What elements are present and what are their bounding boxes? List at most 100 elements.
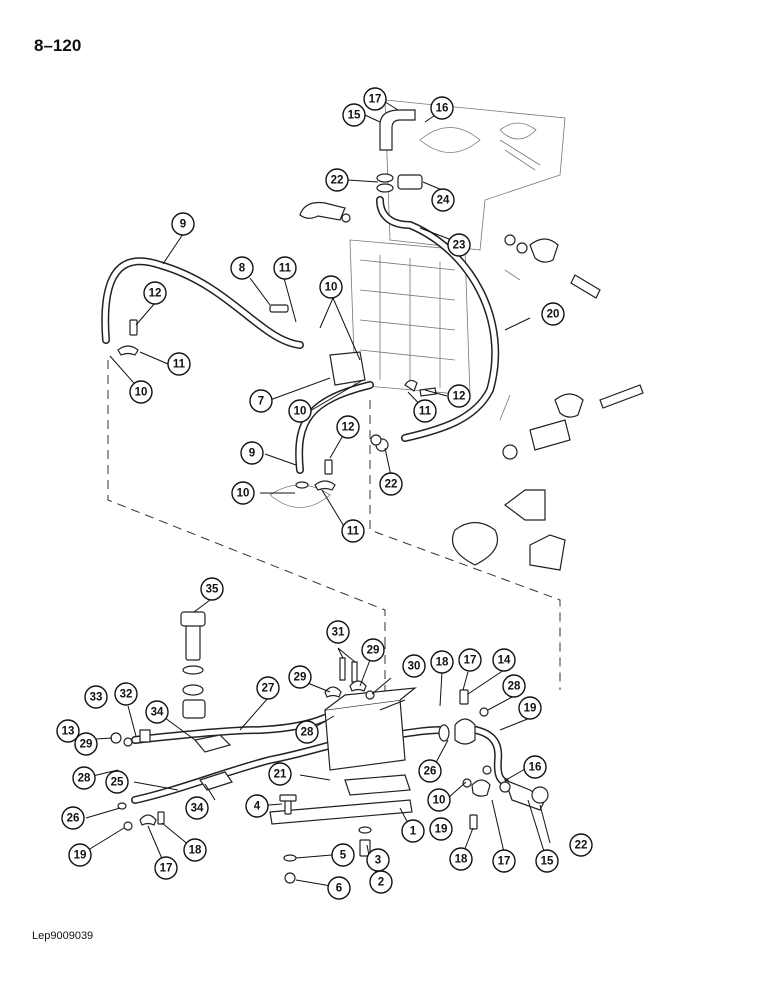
callout-26: 26 [418,759,442,783]
callout-circle [502,674,526,698]
callout-22: 22 [379,472,403,496]
callout-circle [449,847,473,871]
callout-circle [569,833,593,857]
callout-circle [413,399,437,423]
callout-circle [401,819,425,843]
callout-12: 12 [143,281,167,305]
callout-21: 21 [268,762,292,786]
callout-circle [154,856,178,880]
callout-circle [430,650,454,674]
callout-label: 20 [547,309,560,321]
callout-label: 22 [331,175,344,187]
callout-circle [84,685,108,709]
callout-label: 11 [419,406,432,418]
callout-circle [143,281,167,305]
callout-circle [361,638,385,662]
callout-8: 8 [230,256,254,280]
callout-label: 35 [206,584,219,596]
callout-circle [295,720,319,744]
callout-circle [249,389,273,413]
callout-18: 18 [430,650,454,674]
callout-12: 12 [447,384,471,408]
callout-label: 26 [424,766,437,778]
callout-circle [331,843,355,867]
callout-label: 28 [78,773,91,785]
callout-label: 15 [348,110,361,122]
callout-6: 6 [327,876,351,900]
callout-circle [171,212,195,236]
callout-circle [336,415,360,439]
callout-label: 21 [274,769,287,781]
callout-circle [429,817,453,841]
callout-label: 31 [332,627,345,639]
callout-label: 33 [90,692,103,704]
callout-circle [430,96,454,120]
lower-parts [110,611,549,884]
callout-circle [325,168,349,192]
callout-label: 32 [120,689,133,701]
lower-hoses [131,701,509,804]
figure-reference: Lep9009039 [32,930,94,942]
callout-label: 10 [433,795,446,807]
callout-label: 19 [435,824,448,836]
page-number: 8–120 [34,36,82,55]
callout-label: 17 [498,856,511,868]
callout-9: 9 [240,441,264,465]
callout-34: 34 [185,796,209,820]
callout-15: 15 [535,849,559,873]
callout-label: 10 [294,406,307,418]
callout-20: 20 [541,302,565,326]
callout-circle [56,719,80,743]
callout-label: 18 [455,854,468,866]
callout-circle [523,755,547,779]
callout-label: 19 [74,850,87,862]
callout-circle [185,796,209,820]
callout-28: 28 [502,674,526,698]
callout-30: 30 [402,654,426,678]
callout-circle [114,682,138,706]
callout-circle [183,838,207,862]
callout-label: 30 [408,661,421,673]
upper-hoses [101,196,500,474]
callout-circle [418,759,442,783]
callout-label: 26 [67,813,80,825]
callout-label: 34 [191,803,204,815]
callout-circle [341,519,365,543]
callout-label: 2 [378,877,384,889]
callout-label: 24 [437,195,450,207]
callout-circle [61,806,85,830]
callout-circle [431,188,455,212]
upper-parts [117,109,644,571]
callout-circle [447,233,471,257]
callout-18: 18 [449,847,473,871]
callout-14: 14 [492,648,516,672]
callout-leaders [79,99,551,888]
callout-10: 10 [288,399,312,423]
callout-19: 19 [68,843,92,867]
callout-11: 11 [413,399,437,423]
callout-7: 7 [249,389,273,413]
alignment-dashes [107,360,561,700]
callout-label: 17 [160,863,173,875]
callout-circle [379,472,403,496]
callout-25: 25 [105,770,129,794]
callout-circle [68,843,92,867]
callout-circle [288,399,312,423]
callout-19: 19 [429,817,453,841]
callout-32: 32 [114,682,138,706]
callout-label: 12 [149,288,162,300]
callout-16: 16 [430,96,454,120]
callout-29: 29 [361,638,385,662]
callout-5: 5 [331,843,355,867]
callout-circle [518,696,542,720]
callout-13: 13 [56,719,80,743]
callout-label: 17 [369,94,382,106]
callout-circle [319,275,343,299]
callout-label: 25 [111,777,124,789]
callout-label: 11 [279,263,292,275]
callout-circle [256,676,280,700]
callout-17: 17 [492,849,516,873]
